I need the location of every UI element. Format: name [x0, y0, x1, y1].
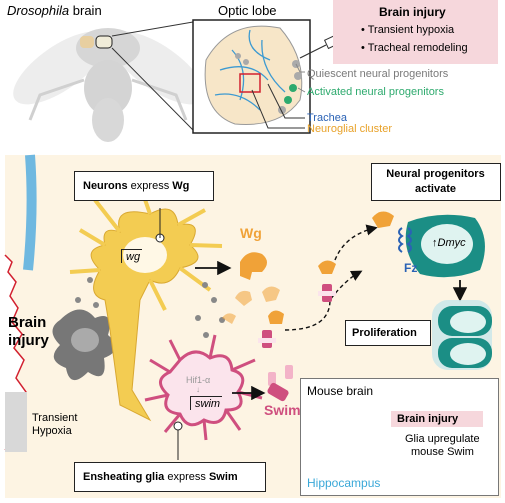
swim-gene-label: swim [190, 396, 223, 411]
mouse-brain-title: Mouse brain [307, 384, 374, 398]
leader-trachea [267, 83, 305, 119]
fly-illustration [13, 28, 205, 142]
ensheathing-glia-cell [144, 334, 263, 441]
proliferation-label: Proliferation [352, 327, 417, 339]
leader-quiescent [295, 63, 305, 73]
optic-lobe-illustration [204, 25, 303, 125]
dmyc-label: ↑Dmyc [432, 237, 466, 249]
brain-injury-label-line2: injury [8, 332, 49, 349]
fz-label: Fz [404, 261, 418, 275]
hif-down-arrow: ↓ [196, 385, 200, 394]
optic-lobe-label: Optic lobe [218, 3, 277, 18]
neurons-express-wg-box: Neurons express Wg [74, 171, 214, 201]
mouse-injury-title: Brain injury [397, 413, 459, 425]
leader-neuroglial [251, 89, 305, 129]
mouse-injury-box: Brain injury [391, 411, 483, 427]
np-box-line2: activate [415, 183, 456, 195]
trachea-branch [23, 154, 37, 271]
ensheathing-glia-box: Ensheating glia express Swim [74, 462, 266, 492]
legend-activated: Activated neural progenitors [307, 86, 444, 98]
proliferation-box: Proliferation [345, 320, 431, 346]
damaged-cell [52, 309, 116, 381]
legend-trachea: Trachea [307, 112, 347, 124]
injury-box-title: Brain injury [379, 5, 446, 19]
injury-item-2: • Tracheal remodeling [361, 42, 468, 54]
transient-hypoxia-line1: Transient [32, 412, 78, 424]
neural-progenitor-cell [398, 214, 485, 278]
hif1a-label: Hif1-α [186, 375, 211, 385]
drosophila-brain-label: Drosophila brain [7, 3, 102, 18]
zoom-line-top [111, 21, 194, 37]
trachea-stump [5, 392, 27, 452]
brain-injury-label-line1: Brain [8, 314, 47, 331]
neuroglial-dots [75, 277, 225, 338]
mouse-injury-text-1: Glia upregulate [405, 433, 480, 445]
injury-item-1: • Transient hypoxia [361, 24, 455, 36]
zoom-line-bottom [111, 47, 194, 131]
injury-box-top: Brain injury • Transient hypoxia • Trach… [333, 0, 498, 64]
swim-molecules [258, 284, 336, 402]
hippocampus-label: Hippocampus [307, 476, 381, 490]
proliferating-cells [432, 300, 492, 370]
legend-neuroglial: Neuroglial cluster [307, 123, 392, 135]
leader-activated [297, 87, 306, 93]
legend-quiescent: Quiescent neural progenitors [307, 68, 449, 80]
neural-progenitors-activate-box: Neural progenitors activate [371, 163, 501, 201]
arrow-dashed-1 [284, 270, 363, 331]
swim-protein-label: Swim [264, 402, 301, 418]
mouse-brain-panel: Mouse brain Brain injury Glia upregulate… [300, 378, 499, 496]
wg-molecules [222, 211, 394, 324]
wg-gene-label: wg [121, 249, 143, 264]
mouse-injury-text-2: mouse Swim [411, 446, 474, 458]
transient-hypoxia-line2: Hypoxia [32, 425, 72, 437]
np-box-line1: Neural progenitors [386, 168, 485, 180]
wg-protein-label: Wg [240, 225, 262, 241]
